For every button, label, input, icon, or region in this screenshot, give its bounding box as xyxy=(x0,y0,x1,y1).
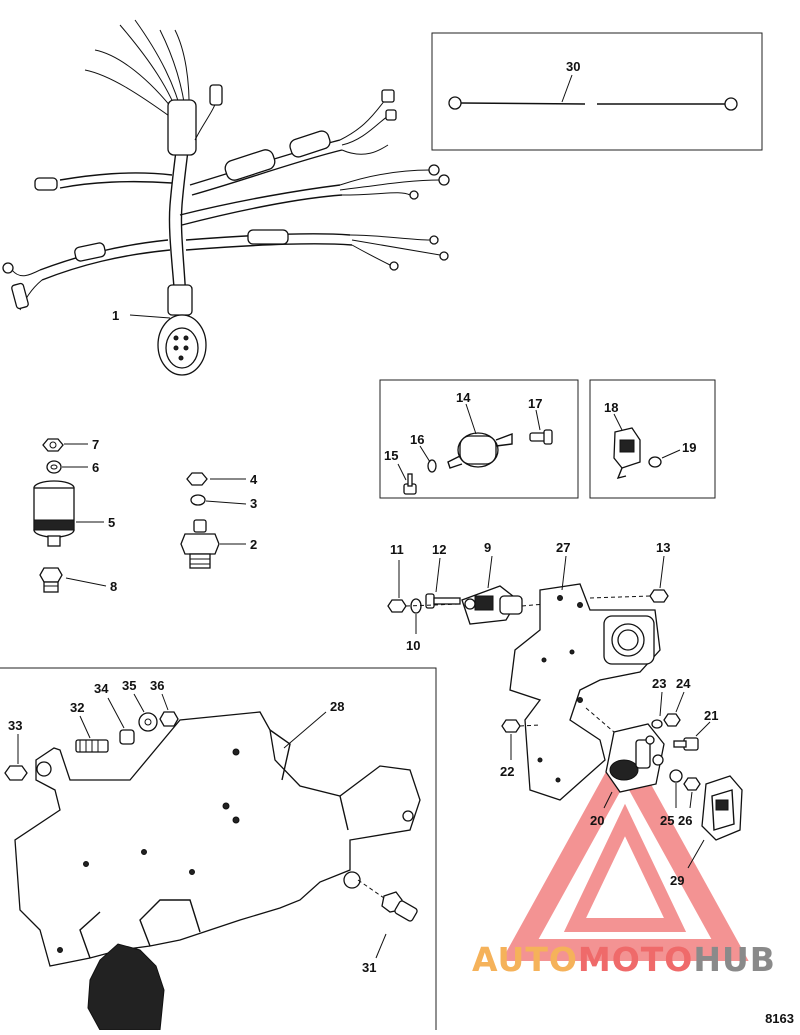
bolt-31 xyxy=(381,891,418,922)
mounting-bracket-27 xyxy=(509,583,661,801)
nut-7 xyxy=(42,438,64,452)
sender-5 xyxy=(33,480,75,547)
callout-5: 5 xyxy=(108,515,115,530)
washer-25 xyxy=(669,769,683,783)
callout-24: 24 xyxy=(676,676,691,691)
nut-33 xyxy=(4,765,28,781)
callout-1: 1 xyxy=(112,308,119,323)
callout-27: 27 xyxy=(556,540,570,555)
screw-17 xyxy=(529,429,553,445)
watermark-moto: MOTO xyxy=(577,940,694,979)
callout-23: 23 xyxy=(652,676,666,691)
callout-11: 11 xyxy=(390,542,404,557)
callout-33: 33 xyxy=(8,718,22,733)
callout-20: 20 xyxy=(590,813,604,828)
washer-6 xyxy=(46,460,62,474)
wiring-harness xyxy=(2,19,450,376)
solenoid-20 xyxy=(605,723,665,793)
callout-19: 19 xyxy=(682,440,696,455)
sensor-14 xyxy=(447,432,513,469)
nut-13 xyxy=(649,589,669,603)
watermark-auto: AUTO xyxy=(472,940,578,979)
callout-10: 10 xyxy=(406,638,420,653)
relay-bracket-18 xyxy=(613,427,641,480)
callout-14: 14 xyxy=(456,390,471,405)
mounting-plate-28 xyxy=(14,711,421,967)
callout-2: 2 xyxy=(250,537,257,552)
washer-16 xyxy=(427,459,437,473)
callout-17: 17 xyxy=(528,396,542,411)
callout-12: 12 xyxy=(432,542,446,557)
boot-29 xyxy=(701,775,743,841)
hand-shape xyxy=(87,943,165,1031)
spacer-34 xyxy=(119,729,135,745)
callout-9: 9 xyxy=(484,540,491,555)
ground-cable xyxy=(448,96,738,111)
switch-2 xyxy=(180,519,220,569)
screw-21 xyxy=(673,737,699,751)
washer-35 xyxy=(138,712,158,732)
watermark-hub: HUB xyxy=(693,940,776,979)
part-box-18-19 xyxy=(589,379,716,499)
callout-32: 32 xyxy=(70,700,84,715)
callout-18: 18 xyxy=(604,400,618,415)
callout-31: 31 xyxy=(362,960,376,975)
callout-28: 28 xyxy=(330,699,344,714)
nut-22 xyxy=(501,719,521,733)
callout-15: 15 xyxy=(384,448,398,463)
stud-32 xyxy=(75,739,109,753)
callout-25: 25 xyxy=(660,813,674,828)
washer-23 xyxy=(651,719,663,729)
solenoid-9 xyxy=(461,585,523,625)
plate-box xyxy=(0,667,437,1030)
callout-35: 35 xyxy=(122,678,136,693)
callout-4: 4 xyxy=(250,472,258,487)
callout-8: 8 xyxy=(110,579,117,594)
callout-36: 36 xyxy=(150,678,164,693)
watermark-triangle-logo xyxy=(501,737,749,961)
watermark-wordmark: AUTOMOTOHUB xyxy=(472,940,794,984)
nut-11 xyxy=(387,599,407,613)
callout-3: 3 xyxy=(250,496,257,511)
cable-box xyxy=(431,32,763,151)
nut-19 xyxy=(648,456,662,468)
nut-4 xyxy=(186,472,208,486)
bolt-12 xyxy=(425,593,461,609)
screw-15 xyxy=(403,473,417,495)
part-box-14-17 xyxy=(379,379,579,499)
washer-3 xyxy=(190,494,206,506)
callout-13: 13 xyxy=(656,540,670,555)
callout-6: 6 xyxy=(92,460,99,475)
callout-34: 34 xyxy=(94,681,109,696)
callout-21: 21 xyxy=(704,708,718,723)
fitting-8 xyxy=(39,567,63,593)
callout-29: 29 xyxy=(670,873,684,888)
callout-7: 7 xyxy=(92,437,99,452)
nut-26 xyxy=(683,777,701,791)
callout-26: 26 xyxy=(678,813,692,828)
nut-36 xyxy=(159,711,179,727)
nut-24 xyxy=(663,713,681,727)
figure-number: 8163 xyxy=(765,1011,794,1026)
callout-22: 22 xyxy=(500,764,514,779)
callout-16: 16 xyxy=(410,432,424,447)
callout-30: 30 xyxy=(566,59,580,74)
